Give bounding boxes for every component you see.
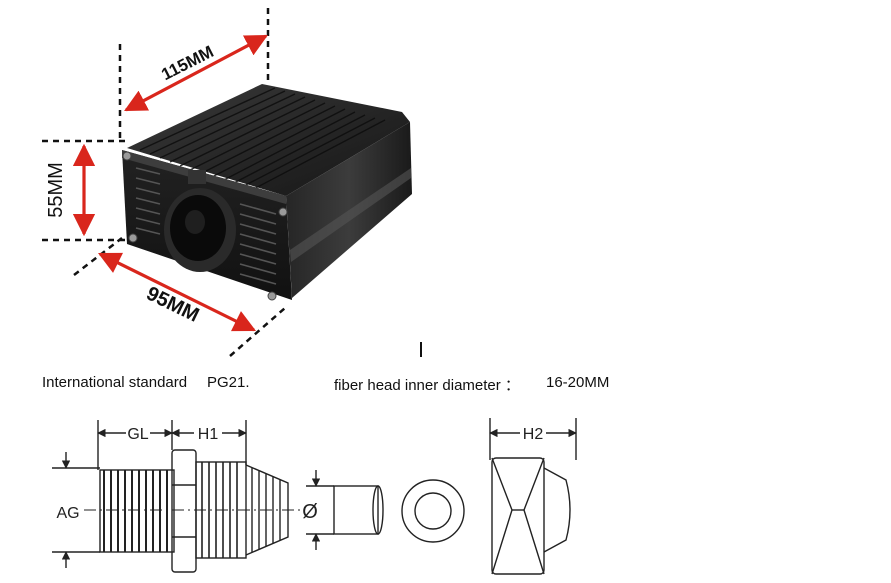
fiber-diameter-value: 16-20MM <box>546 374 610 391</box>
dimension-guides <box>42 8 286 357</box>
h1-dimension-label: H1 <box>198 426 219 443</box>
fiber-diameter-label: fiber head inner diameter ： <box>334 377 520 394</box>
height-dimension-label: 55MM <box>45 162 67 218</box>
ag-dimension-label: AG <box>56 505 79 522</box>
standard-value: PG21. <box>207 374 250 391</box>
h2-dimension-label: H2 <box>523 426 544 443</box>
dimension-arrows <box>72 34 268 332</box>
gl-dimension-label: GL <box>127 426 148 443</box>
diameter-symbol: Ø <box>302 501 318 523</box>
text-cursor <box>420 342 422 357</box>
standard-label: International standard <box>42 374 188 391</box>
